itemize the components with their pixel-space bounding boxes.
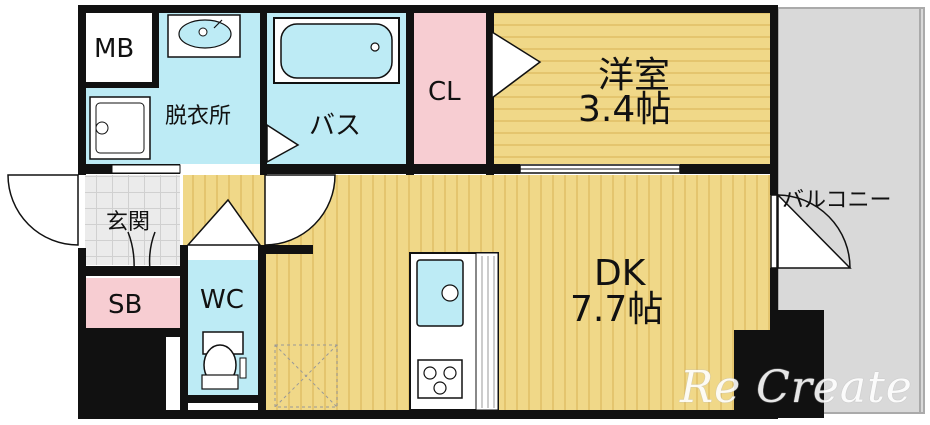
windows: [111, 164, 778, 269]
western-room-floor: [492, 12, 774, 164]
meter-box-floor: [85, 12, 155, 84]
closet-floor: [413, 12, 487, 164]
shoe-box-floor: [85, 278, 180, 330]
closet-label: CL: [428, 77, 461, 107]
balcony-label: バルコニー: [782, 188, 892, 213]
toilet: [201, 331, 247, 390]
meter-box-label: MB: [94, 34, 135, 64]
dressing-label: 脱衣所: [165, 104, 232, 129]
floor-hatch: [274, 344, 338, 408]
washbasin: [167, 14, 241, 58]
kitchen-counter: [409, 252, 499, 411]
watermark-logo: Re Create: [680, 362, 913, 413]
shoe-box-label: SB: [108, 290, 143, 320]
toilet-label: WC: [200, 285, 244, 315]
western-room-name: 洋室: [598, 55, 671, 96]
dk-size: 7.7帖: [570, 289, 664, 330]
walls: [78, 5, 824, 419]
door-swings: [7, 30, 852, 271]
western-room-size: 3.4帖: [578, 89, 672, 130]
entrance-label: 玄関: [106, 210, 151, 235]
dk-name: DK: [594, 253, 646, 294]
bathtub: [273, 17, 400, 84]
bath-label: バス: [309, 111, 362, 141]
dk-floor: [265, 175, 775, 411]
washing-machine-pan: [89, 96, 151, 160]
